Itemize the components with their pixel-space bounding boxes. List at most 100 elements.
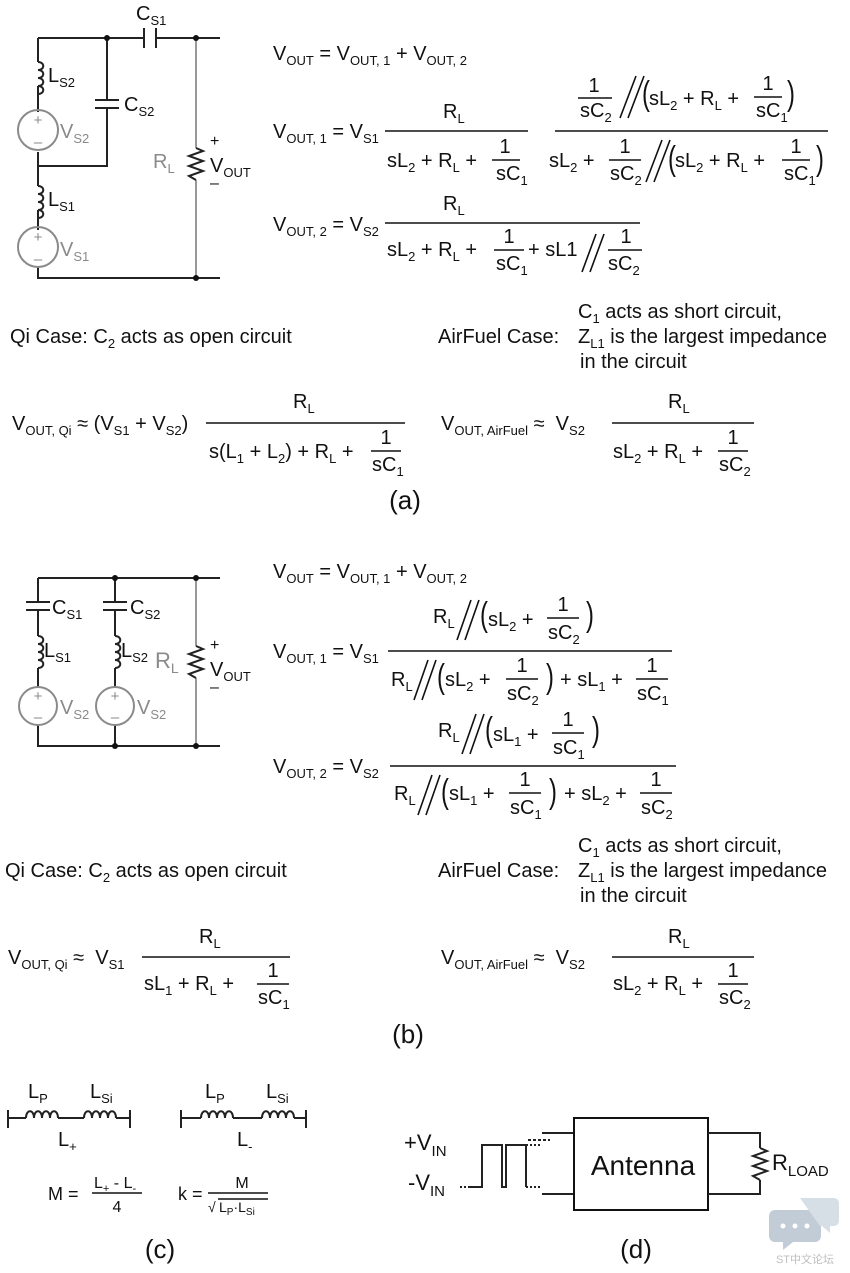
source-vs2: + –	[17, 109, 59, 151]
svg-text:(: (	[441, 773, 449, 811]
svg-text:sL2 + RL +: sL2 + RL +	[649, 88, 739, 113]
svg-text:sL2 +: sL2 +	[445, 669, 491, 694]
svg-text:sC1: sC1	[372, 454, 404, 479]
svg-text:4: 4	[113, 1199, 122, 1216]
svg-text:VOUT = VOUT, 1 + VOUT, 2: VOUT = VOUT, 1 + VOUT, 2	[273, 561, 467, 586]
svg-text:+ sL1 +: + sL1 +	[560, 669, 623, 694]
equation-m: M = L+ - L- 4	[48, 1175, 142, 1216]
svg-text:sL2 + RL +: sL2 + RL +	[613, 973, 703, 998]
svg-text:1: 1	[650, 769, 661, 791]
resistor-rl	[186, 147, 206, 181]
equation-k: k = M √ LP·LSi	[178, 1175, 268, 1218]
label-plus: +	[210, 133, 219, 150]
svg-text:VOUT, Qi ≈ (VS1 + VS2): VOUT, Qi ≈ (VS1 + VS2)	[12, 413, 188, 438]
svg-text:√: √	[208, 1199, 216, 1215]
label-vout: VOUT	[210, 155, 251, 180]
svg-text:sC1: sC1	[784, 163, 816, 188]
caption-b: (b)	[392, 1019, 424, 1049]
svg-text:1: 1	[620, 226, 631, 248]
equation-a-qi: VOUT, Qi ≈ (VS1 + VS2) RL s(L1 + L2) + R…	[12, 391, 405, 479]
svg-text:1: 1	[619, 136, 630, 158]
svg-text:–: –	[34, 709, 43, 726]
source-vs2-b: + –	[95, 686, 135, 726]
svg-text:–: –	[111, 709, 120, 726]
equation-b-vout1: VOUT, 1 = VS1 RL ( sL2 + 1 sC2 ) RL ( sL…	[273, 594, 672, 708]
svg-text:VOUT = VOUT, 1 + VOUT, 2: VOUT = VOUT, 1 + VOUT, 2	[273, 43, 467, 68]
antenna-circuit: +VIN -VIN Antenna RLOAD	[404, 1117, 829, 1211]
svg-text:1: 1	[762, 73, 773, 95]
svg-text:(: (	[642, 75, 650, 113]
svg-text:sL2 +: sL2 +	[488, 609, 534, 634]
equation-b-vout2: VOUT, 2 = VS2 RL ( sL1 + 1 sC1 ) RL ( sL…	[273, 709, 676, 822]
svg-text:sL1 +: sL1 +	[493, 724, 539, 749]
svg-text:1: 1	[646, 655, 657, 677]
svg-text:sL2 + RL +: sL2 + RL +	[675, 150, 765, 175]
svg-text:AirFuel Case:: AirFuel Case:	[438, 860, 559, 882]
watermark-logo: ST中文论坛	[769, 1198, 839, 1266]
label-minus: –	[210, 175, 219, 192]
svg-text:): )	[586, 596, 594, 634]
svg-text:ZL1 is the largest impedance: ZL1 is the largest impedance	[578, 860, 827, 885]
svg-text:sC1: sC1	[496, 253, 528, 278]
svg-text:LS1: LS1	[44, 640, 71, 665]
svg-text:ST中文论坛: ST中文论坛	[776, 1252, 834, 1266]
svg-text:): )	[549, 773, 557, 811]
coupled-inductors-minus: LP LSi L-	[180, 1081, 307, 1154]
svg-text:–: –	[34, 134, 43, 151]
svg-text:sC2: sC2	[719, 987, 751, 1012]
svg-text:sC1: sC1	[258, 987, 290, 1012]
svg-text:1: 1	[516, 655, 527, 677]
svg-text:1: 1	[499, 136, 510, 158]
svg-text:): )	[546, 658, 554, 696]
svg-text:LP·LSi: LP·LSi	[219, 1199, 255, 1218]
caption-c: (c)	[145, 1234, 175, 1264]
svg-text:VOUT, AirFuel ≈ VS2: VOUT, AirFuel ≈ VS2	[441, 947, 585, 972]
svg-text:1: 1	[562, 709, 573, 731]
svg-text:M: M	[235, 1175, 248, 1192]
svg-text:LSi: LSi	[90, 1081, 113, 1106]
svg-text:1: 1	[588, 75, 599, 97]
svg-text:LP: LP	[28, 1081, 48, 1106]
svg-text:VOUT, 2 = VS2: VOUT, 2 = VS2	[273, 756, 379, 781]
svg-text:+: +	[111, 688, 120, 705]
svg-text:sC2: sC2	[641, 797, 673, 822]
svg-text:): )	[592, 711, 600, 749]
label-vs2: VS2	[60, 121, 89, 146]
svg-text:RL: RL	[293, 391, 315, 416]
svg-text:LSi: LSi	[266, 1081, 289, 1106]
svg-text:sC2: sC2	[610, 163, 642, 188]
caption-d: (d)	[620, 1234, 652, 1264]
svg-text:RL: RL	[668, 391, 690, 416]
svg-text:LS2: LS2	[121, 640, 148, 665]
svg-text:VOUT, 2 = VS2: VOUT, 2 = VS2	[273, 214, 379, 239]
airfuel-case-b: AirFuel Case: C1 acts as short circuit, …	[438, 835, 827, 907]
coupled-inductors-plus: LP LSi L+	[7, 1081, 131, 1154]
svg-text:1: 1	[267, 960, 278, 982]
svg-text:+: +	[34, 112, 43, 129]
svg-text:sC2: sC2	[507, 683, 539, 708]
svg-text:LP: LP	[205, 1081, 225, 1106]
svg-text:+VIN: +VIN	[404, 1130, 447, 1160]
label-cs1: CS1	[136, 3, 166, 28]
svg-text:RL: RL	[443, 101, 465, 126]
svg-text:(: (	[485, 711, 493, 749]
antenna-block	[573, 1117, 709, 1211]
svg-text:s(L1 + L2) + RL +: s(L1 + L2) + RL +	[209, 441, 354, 466]
svg-text:+: +	[34, 688, 43, 705]
svg-text:sC1: sC1	[496, 163, 528, 188]
svg-text:sC1: sC1	[756, 100, 788, 125]
svg-text:RL: RL	[433, 606, 455, 631]
equation-b-airfuel: VOUT, AirFuel ≈ VS2 RL sL2 + RL + 1 sC2	[441, 926, 754, 1012]
svg-text:): )	[787, 75, 795, 113]
svg-text:sL1 + RL +: sL1 + RL +	[144, 973, 234, 998]
equation-a-vout: VOUT = VOUT, 1 + VOUT, 2	[273, 43, 467, 68]
svg-text:VS2: VS2	[60, 697, 89, 722]
inductor-ls2-b	[114, 635, 122, 669]
svg-text:VOUT, Qi ≈ VS1: VOUT, Qi ≈ VS1	[8, 947, 124, 972]
label-ls2: LS2	[48, 65, 75, 90]
svg-text:sL1 +: sL1 +	[449, 783, 495, 808]
svg-text:sC2: sC2	[719, 454, 751, 479]
equation-a-airfuel: VOUT, AirFuel ≈ VS2 RL sL2 + RL + 1 sC2	[441, 391, 754, 479]
svg-text:AirFuel Case:: AirFuel Case:	[438, 326, 559, 348]
